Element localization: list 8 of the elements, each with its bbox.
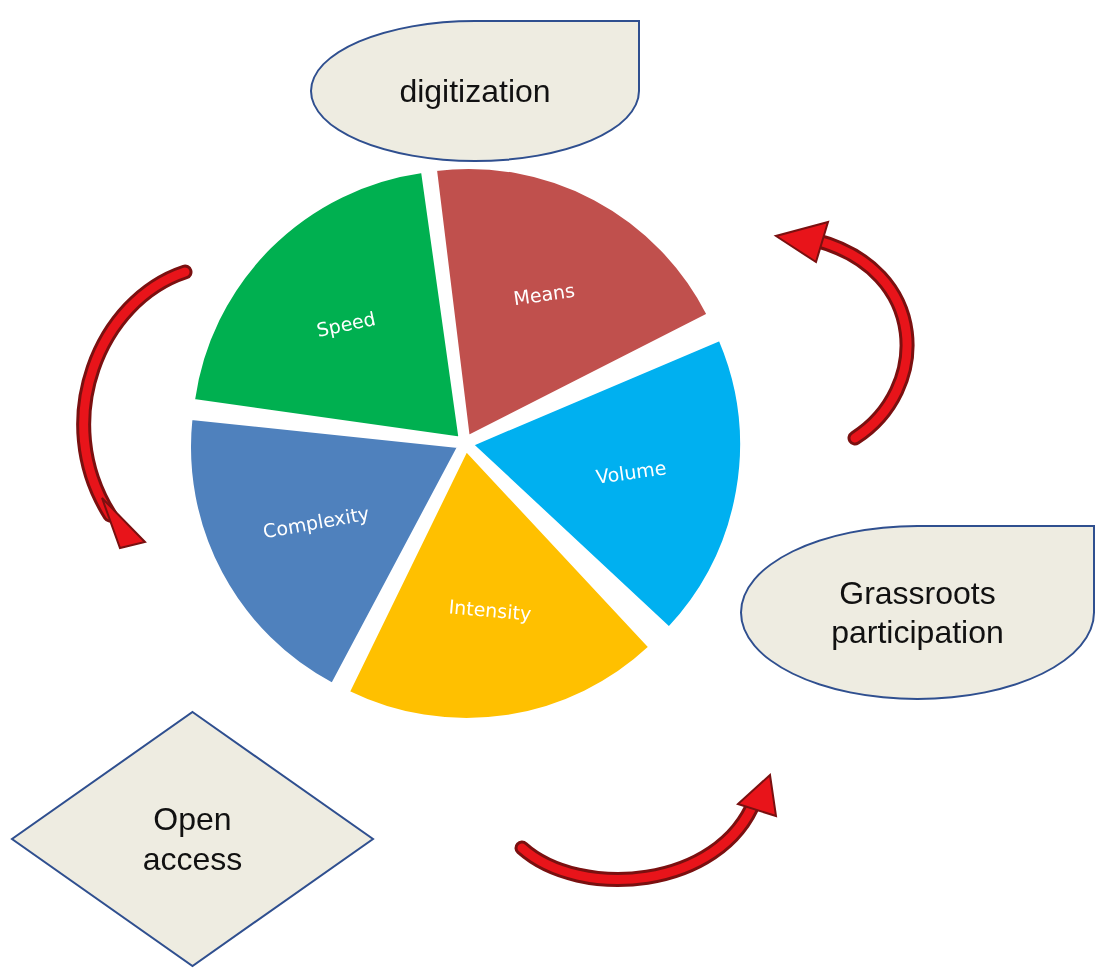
teardrop-callout: digitization (310, 20, 640, 162)
slice-label: Means (512, 278, 577, 310)
slice-label: Intensity (447, 595, 533, 625)
teardrop-callout: Grassroots participation (740, 525, 1095, 700)
slice-label: Speed (314, 306, 378, 341)
diamond-label: Open access (141, 800, 244, 879)
slice-label: Volume (594, 456, 668, 489)
slice-label: Complexity (261, 502, 371, 543)
